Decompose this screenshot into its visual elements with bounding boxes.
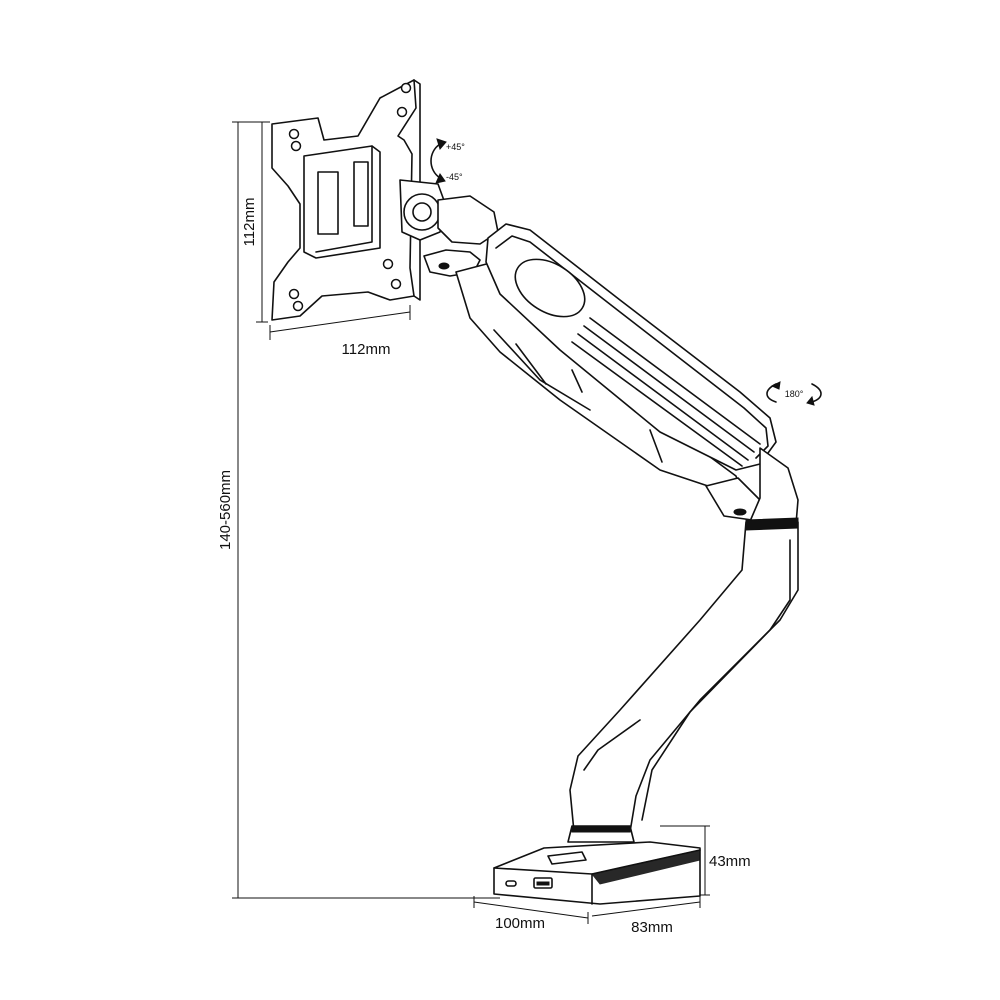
vesa-plate [271,79,421,321]
lower-arm [567,447,799,843]
tilt-up-label: +45° [446,142,465,152]
vesa-hole [390,278,402,290]
upper-arm [455,223,777,521]
plate-width-label: 112mm [342,341,391,358]
dimension-lines [232,121,710,924]
swivel-arrow-icon [766,381,822,406]
tilt-arrow-icon [430,138,447,184]
tilt-down-label: -45° [446,172,463,182]
tilt-joint [399,179,499,277]
base-depth-label: 100mm [495,915,545,932]
base-width-label: 83mm [631,919,673,936]
base [493,841,701,905]
vesa-hole [396,106,408,118]
vesa-hole [400,82,412,94]
plate-height-label: 112mm [241,198,258,247]
vesa-hole [288,128,300,140]
vesa-hole [288,288,300,300]
vesa-hole [290,140,302,152]
swivel-label: 180° [785,389,804,399]
vesa-hole [292,300,304,312]
usb-c-port-icon [505,880,517,887]
height-range-label: 140-560mm [217,470,234,550]
vesa-hole [382,258,394,270]
base-height-label: 43mm [709,853,751,870]
